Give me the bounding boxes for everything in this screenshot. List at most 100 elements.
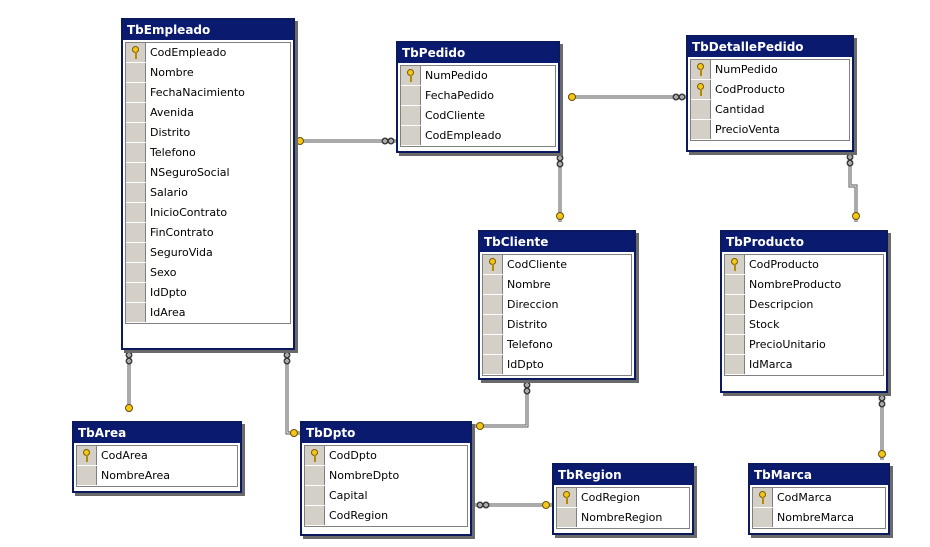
row-selector[interactable] bbox=[126, 243, 146, 262]
column-row[interactable]: Stock bbox=[725, 315, 883, 335]
row-selector[interactable] bbox=[401, 66, 421, 85]
column-row[interactable]: Salario bbox=[126, 183, 290, 203]
table-title[interactable]: TbProducto bbox=[722, 232, 886, 252]
row-selector[interactable] bbox=[753, 508, 773, 527]
row-selector[interactable] bbox=[126, 203, 146, 222]
column-row[interactable]: FechaPedido bbox=[401, 86, 555, 106]
column-row[interactable]: CodRegion bbox=[557, 488, 689, 508]
row-selector[interactable] bbox=[126, 123, 146, 142]
column-row[interactable]: IdMarca bbox=[725, 355, 883, 375]
column-row[interactable]: SeguroVida bbox=[126, 243, 290, 263]
column-row[interactable]: CodCliente bbox=[483, 255, 631, 275]
row-selector[interactable] bbox=[401, 126, 421, 145]
table-title[interactable]: TbCliente bbox=[480, 232, 634, 252]
column-row[interactable]: Direccion bbox=[483, 295, 631, 315]
column-row[interactable]: Sexo bbox=[126, 263, 290, 283]
row-selector[interactable] bbox=[557, 508, 577, 527]
column-row[interactable]: CodProducto bbox=[691, 80, 849, 100]
row-selector[interactable] bbox=[126, 223, 146, 242]
column-row[interactable]: PrecioVenta bbox=[691, 120, 849, 140]
row-selector[interactable] bbox=[725, 275, 745, 294]
row-selector[interactable] bbox=[691, 60, 711, 79]
row-selector[interactable] bbox=[725, 295, 745, 314]
row-selector[interactable] bbox=[401, 86, 421, 105]
row-selector[interactable] bbox=[126, 103, 146, 122]
column-row[interactable]: CodArea bbox=[77, 446, 237, 466]
row-selector[interactable] bbox=[483, 335, 503, 354]
column-row[interactable]: NombreDpto bbox=[305, 466, 467, 486]
column-row[interactable]: FechaNacimiento bbox=[126, 83, 290, 103]
column-row[interactable]: CodCliente bbox=[401, 106, 555, 126]
table-title[interactable]: TbEmpleado bbox=[123, 20, 293, 40]
row-selector[interactable] bbox=[725, 335, 745, 354]
row-selector[interactable] bbox=[691, 120, 711, 139]
row-selector[interactable] bbox=[483, 275, 503, 294]
row-selector[interactable] bbox=[483, 355, 503, 374]
column-row[interactable]: CodProducto bbox=[725, 255, 883, 275]
row-selector[interactable] bbox=[126, 63, 146, 82]
column-row[interactable]: IdArea bbox=[126, 303, 290, 323]
column-row[interactable]: FinContrato bbox=[126, 223, 290, 243]
column-row[interactable]: PrecioUnitario bbox=[725, 335, 883, 355]
row-selector[interactable] bbox=[557, 488, 577, 507]
column-row[interactable]: NSeguroSocial bbox=[126, 163, 290, 183]
column-row[interactable]: Nombre bbox=[483, 275, 631, 295]
row-selector[interactable] bbox=[126, 143, 146, 162]
table-title[interactable]: TbMarca bbox=[750, 465, 888, 485]
table-title[interactable]: TbPedido bbox=[398, 43, 558, 63]
row-selector[interactable] bbox=[126, 163, 146, 182]
column-row[interactable]: CodEmpleado bbox=[126, 43, 290, 63]
column-row[interactable]: NombreMarca bbox=[753, 508, 885, 528]
row-selector[interactable] bbox=[691, 100, 711, 119]
column-row[interactable]: NumPedido bbox=[691, 60, 849, 80]
column-row[interactable]: Cantidad bbox=[691, 100, 849, 120]
row-selector[interactable] bbox=[483, 255, 503, 274]
row-selector[interactable] bbox=[483, 315, 503, 334]
row-selector[interactable] bbox=[401, 106, 421, 125]
row-selector[interactable] bbox=[483, 295, 503, 314]
column-row[interactable]: Telefono bbox=[483, 335, 631, 355]
table-title[interactable]: TbRegion bbox=[554, 465, 692, 485]
column-row[interactable]: CodMarca bbox=[753, 488, 885, 508]
row-selector[interactable] bbox=[753, 488, 773, 507]
column-row[interactable]: Distrito bbox=[126, 123, 290, 143]
row-selector[interactable] bbox=[126, 303, 146, 322]
row-selector[interactable] bbox=[305, 486, 325, 505]
column-row[interactable]: NombreProducto bbox=[725, 275, 883, 295]
row-selector[interactable] bbox=[725, 355, 745, 374]
row-selector[interactable] bbox=[305, 466, 325, 485]
row-selector[interactable] bbox=[725, 315, 745, 334]
table-title[interactable]: TbDetallePedido bbox=[688, 37, 852, 57]
row-selector[interactable] bbox=[126, 183, 146, 202]
row-selector[interactable] bbox=[305, 446, 325, 465]
row-selector[interactable] bbox=[126, 43, 146, 62]
row-selector[interactable] bbox=[725, 255, 745, 274]
row-selector[interactable] bbox=[126, 263, 146, 282]
column-row[interactable]: NombreArea bbox=[77, 466, 237, 486]
row-selector[interactable] bbox=[77, 446, 97, 465]
table-title[interactable]: TbDpto bbox=[302, 423, 470, 443]
column-row[interactable]: IdDpto bbox=[126, 283, 290, 303]
column-row[interactable]: CodRegion bbox=[305, 506, 467, 526]
row-selector[interactable] bbox=[691, 80, 711, 99]
column-row[interactable]: CodEmpleado bbox=[401, 126, 555, 146]
column-row[interactable]: Distrito bbox=[483, 315, 631, 335]
row-selector[interactable] bbox=[126, 283, 146, 302]
row-selector[interactable] bbox=[305, 506, 325, 525]
column-row[interactable]: CodDpto bbox=[305, 446, 467, 466]
table-title[interactable]: TbArea bbox=[74, 423, 240, 443]
column-row[interactable]: Nombre bbox=[126, 63, 290, 83]
column-row[interactable]: InicioContrato bbox=[126, 203, 290, 223]
row-selector[interactable] bbox=[77, 466, 97, 485]
column-row[interactable]: NumPedido bbox=[401, 66, 555, 86]
column-row[interactable]: Telefono bbox=[126, 143, 290, 163]
column-row[interactable]: Avenida bbox=[126, 103, 290, 123]
